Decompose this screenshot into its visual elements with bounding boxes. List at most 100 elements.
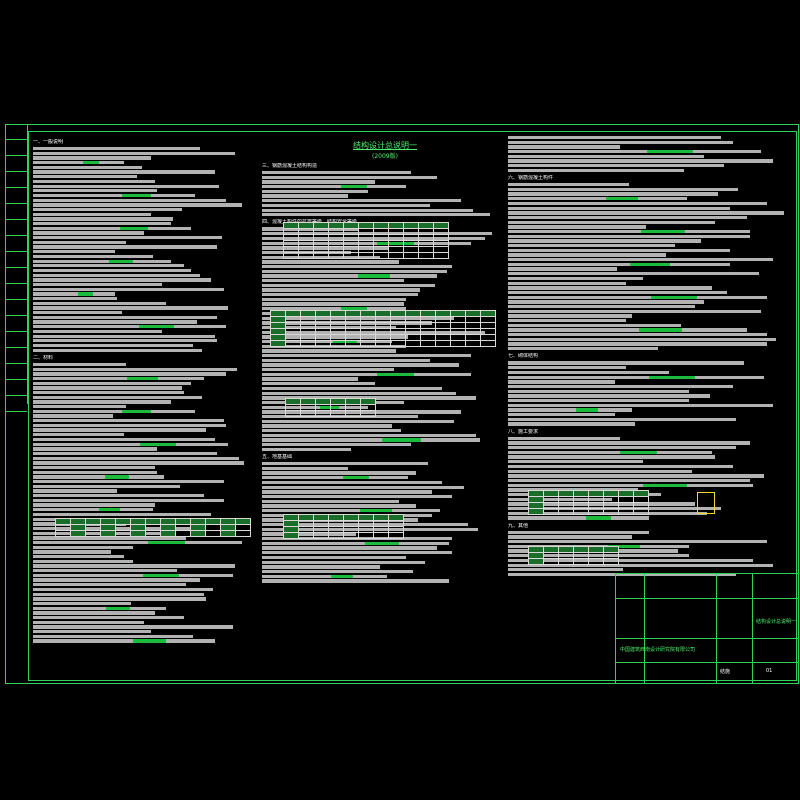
highlight-mark xyxy=(127,376,158,381)
text-line xyxy=(262,480,442,485)
text-line xyxy=(33,170,216,174)
text-line xyxy=(33,254,153,259)
table-row xyxy=(270,310,496,317)
drawing-inner-frame xyxy=(28,131,797,681)
text-line xyxy=(262,419,454,423)
material-strength-table xyxy=(55,518,251,537)
table-cell xyxy=(373,532,389,539)
text-line xyxy=(33,461,244,465)
text-line xyxy=(33,315,218,320)
table-cell xyxy=(603,558,619,565)
text-line xyxy=(33,184,220,188)
text-line xyxy=(262,574,387,578)
text-line xyxy=(262,551,452,555)
table-row xyxy=(283,252,449,259)
text-line xyxy=(33,306,229,310)
table-cell xyxy=(588,558,604,565)
highlight-mark xyxy=(98,508,121,512)
text-line xyxy=(33,268,191,273)
text-line xyxy=(33,494,204,498)
title-block-sheet-no: 01 xyxy=(766,668,773,674)
text-line xyxy=(33,179,156,184)
highlight-mark xyxy=(639,328,683,332)
text-line xyxy=(33,559,133,564)
highlight-mark xyxy=(642,483,687,487)
table-cell xyxy=(313,252,329,259)
text-line xyxy=(508,361,745,365)
masonry-table xyxy=(528,546,619,565)
text-line xyxy=(262,508,440,513)
text-line xyxy=(33,376,204,381)
text-line xyxy=(508,535,632,539)
text-line xyxy=(262,363,459,367)
table-cell xyxy=(433,252,449,259)
text-line xyxy=(33,203,242,207)
highlight-mark xyxy=(140,442,176,446)
highlight-mark xyxy=(122,193,152,198)
notes-column-1: 一、一般说明 二、材料 xyxy=(33,136,255,644)
text-line xyxy=(33,503,156,507)
text-line xyxy=(262,288,421,292)
table-cell xyxy=(388,252,404,259)
text-line xyxy=(508,140,733,144)
table-cell xyxy=(633,508,649,515)
table-cell xyxy=(345,340,361,347)
text-line xyxy=(33,409,196,414)
table-cell xyxy=(175,530,191,537)
text-line xyxy=(33,273,200,277)
highlight-mark xyxy=(139,325,174,329)
table-cell xyxy=(100,530,116,537)
text-line xyxy=(508,413,615,417)
text-line xyxy=(33,639,216,643)
text-line xyxy=(508,244,676,248)
text-line xyxy=(33,508,153,512)
title-block-sheet-label: 结施 xyxy=(720,669,731,675)
text-line xyxy=(33,311,122,315)
text-line xyxy=(508,460,644,464)
text-line xyxy=(508,516,650,520)
text-line xyxy=(33,555,125,559)
text-line xyxy=(262,264,452,269)
text-line xyxy=(33,480,224,484)
text-line xyxy=(33,451,218,456)
text-line xyxy=(33,423,227,428)
highlight-mark xyxy=(364,541,399,546)
table-cell xyxy=(55,530,71,537)
table-cell xyxy=(190,530,206,537)
title-block-company: 中国建筑西南设计研究院有限公司 xyxy=(620,647,696,653)
table-cell xyxy=(375,340,391,347)
highlight-mark xyxy=(330,574,354,578)
text-line xyxy=(508,159,773,163)
table-cell xyxy=(328,252,344,259)
text-line xyxy=(262,396,476,400)
highlight-mark xyxy=(641,229,685,234)
text-line xyxy=(508,478,750,483)
text-line xyxy=(508,455,716,459)
text-line xyxy=(508,220,716,224)
text-line xyxy=(262,274,438,278)
section-detail-symbol xyxy=(697,492,715,514)
text-line xyxy=(508,488,638,492)
section-heading: 三、钢筋混凝土结构构造 xyxy=(262,163,318,169)
highlight-mark xyxy=(341,185,368,189)
table-cell xyxy=(283,532,299,539)
table-row xyxy=(270,328,496,335)
text-line xyxy=(508,347,658,351)
text-line xyxy=(33,165,142,170)
text-line xyxy=(33,367,238,371)
text-line xyxy=(33,372,227,376)
text-line xyxy=(508,446,736,450)
table-cell xyxy=(358,252,374,259)
text-line xyxy=(262,537,452,541)
text-line xyxy=(33,634,193,639)
text-line xyxy=(33,212,151,216)
text-line xyxy=(508,192,719,196)
table-cell xyxy=(558,508,574,515)
text-line xyxy=(262,283,435,288)
highlight-mark xyxy=(119,226,149,230)
table-cell xyxy=(285,340,301,347)
text-line xyxy=(33,236,222,240)
text-line xyxy=(508,337,776,342)
text-line xyxy=(33,447,158,451)
text-line xyxy=(508,366,627,370)
